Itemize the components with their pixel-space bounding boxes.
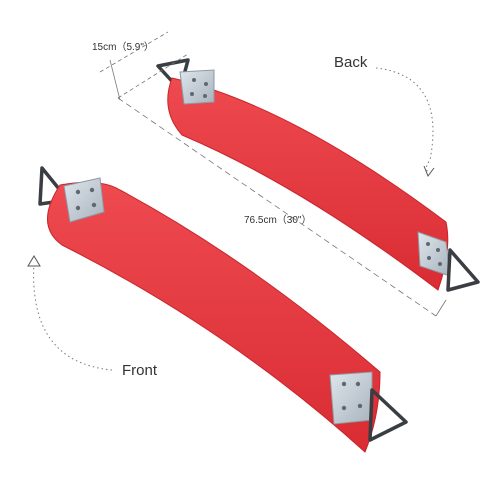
rivet-icon (190, 92, 194, 96)
length-dimension-label: 76.5cm（30"） (244, 215, 312, 226)
rivet-icon (203, 94, 207, 98)
swing-seat-front (38, 166, 408, 453)
rivet-icon (192, 78, 196, 82)
swing-seat-back (156, 58, 480, 292)
length-dimension-line (117, 97, 447, 317)
width-dimension-lines (99, 31, 189, 101)
rivet-icon (204, 82, 208, 86)
rivet-icon (438, 262, 442, 266)
seat-strap (47, 181, 381, 453)
width-dimension-label: 15cm（5.9"） (92, 42, 154, 53)
metal-bracket (329, 371, 373, 425)
rivet-icon (341, 381, 347, 387)
metal-bracket (179, 69, 215, 105)
front-arrow (27, 255, 113, 371)
rivet-icon (91, 202, 97, 208)
front-view-label: Front (122, 362, 158, 379)
chain-ring-icon (368, 388, 408, 442)
rivet-icon (426, 242, 430, 246)
back-arrow (375, 67, 435, 178)
rivet-icon (436, 248, 440, 252)
rivet-icon (427, 256, 431, 260)
back-view-label: Back (334, 54, 368, 71)
rivet-icon (357, 403, 363, 409)
rivet-icon (89, 187, 95, 193)
chain-ring-icon (446, 248, 480, 292)
rivet-icon (75, 189, 81, 195)
rivet-icon (75, 205, 81, 211)
seat-strap (167, 77, 449, 291)
rivet-icon (341, 405, 347, 411)
rivet-icon (355, 381, 361, 387)
metal-bracket (63, 177, 105, 223)
